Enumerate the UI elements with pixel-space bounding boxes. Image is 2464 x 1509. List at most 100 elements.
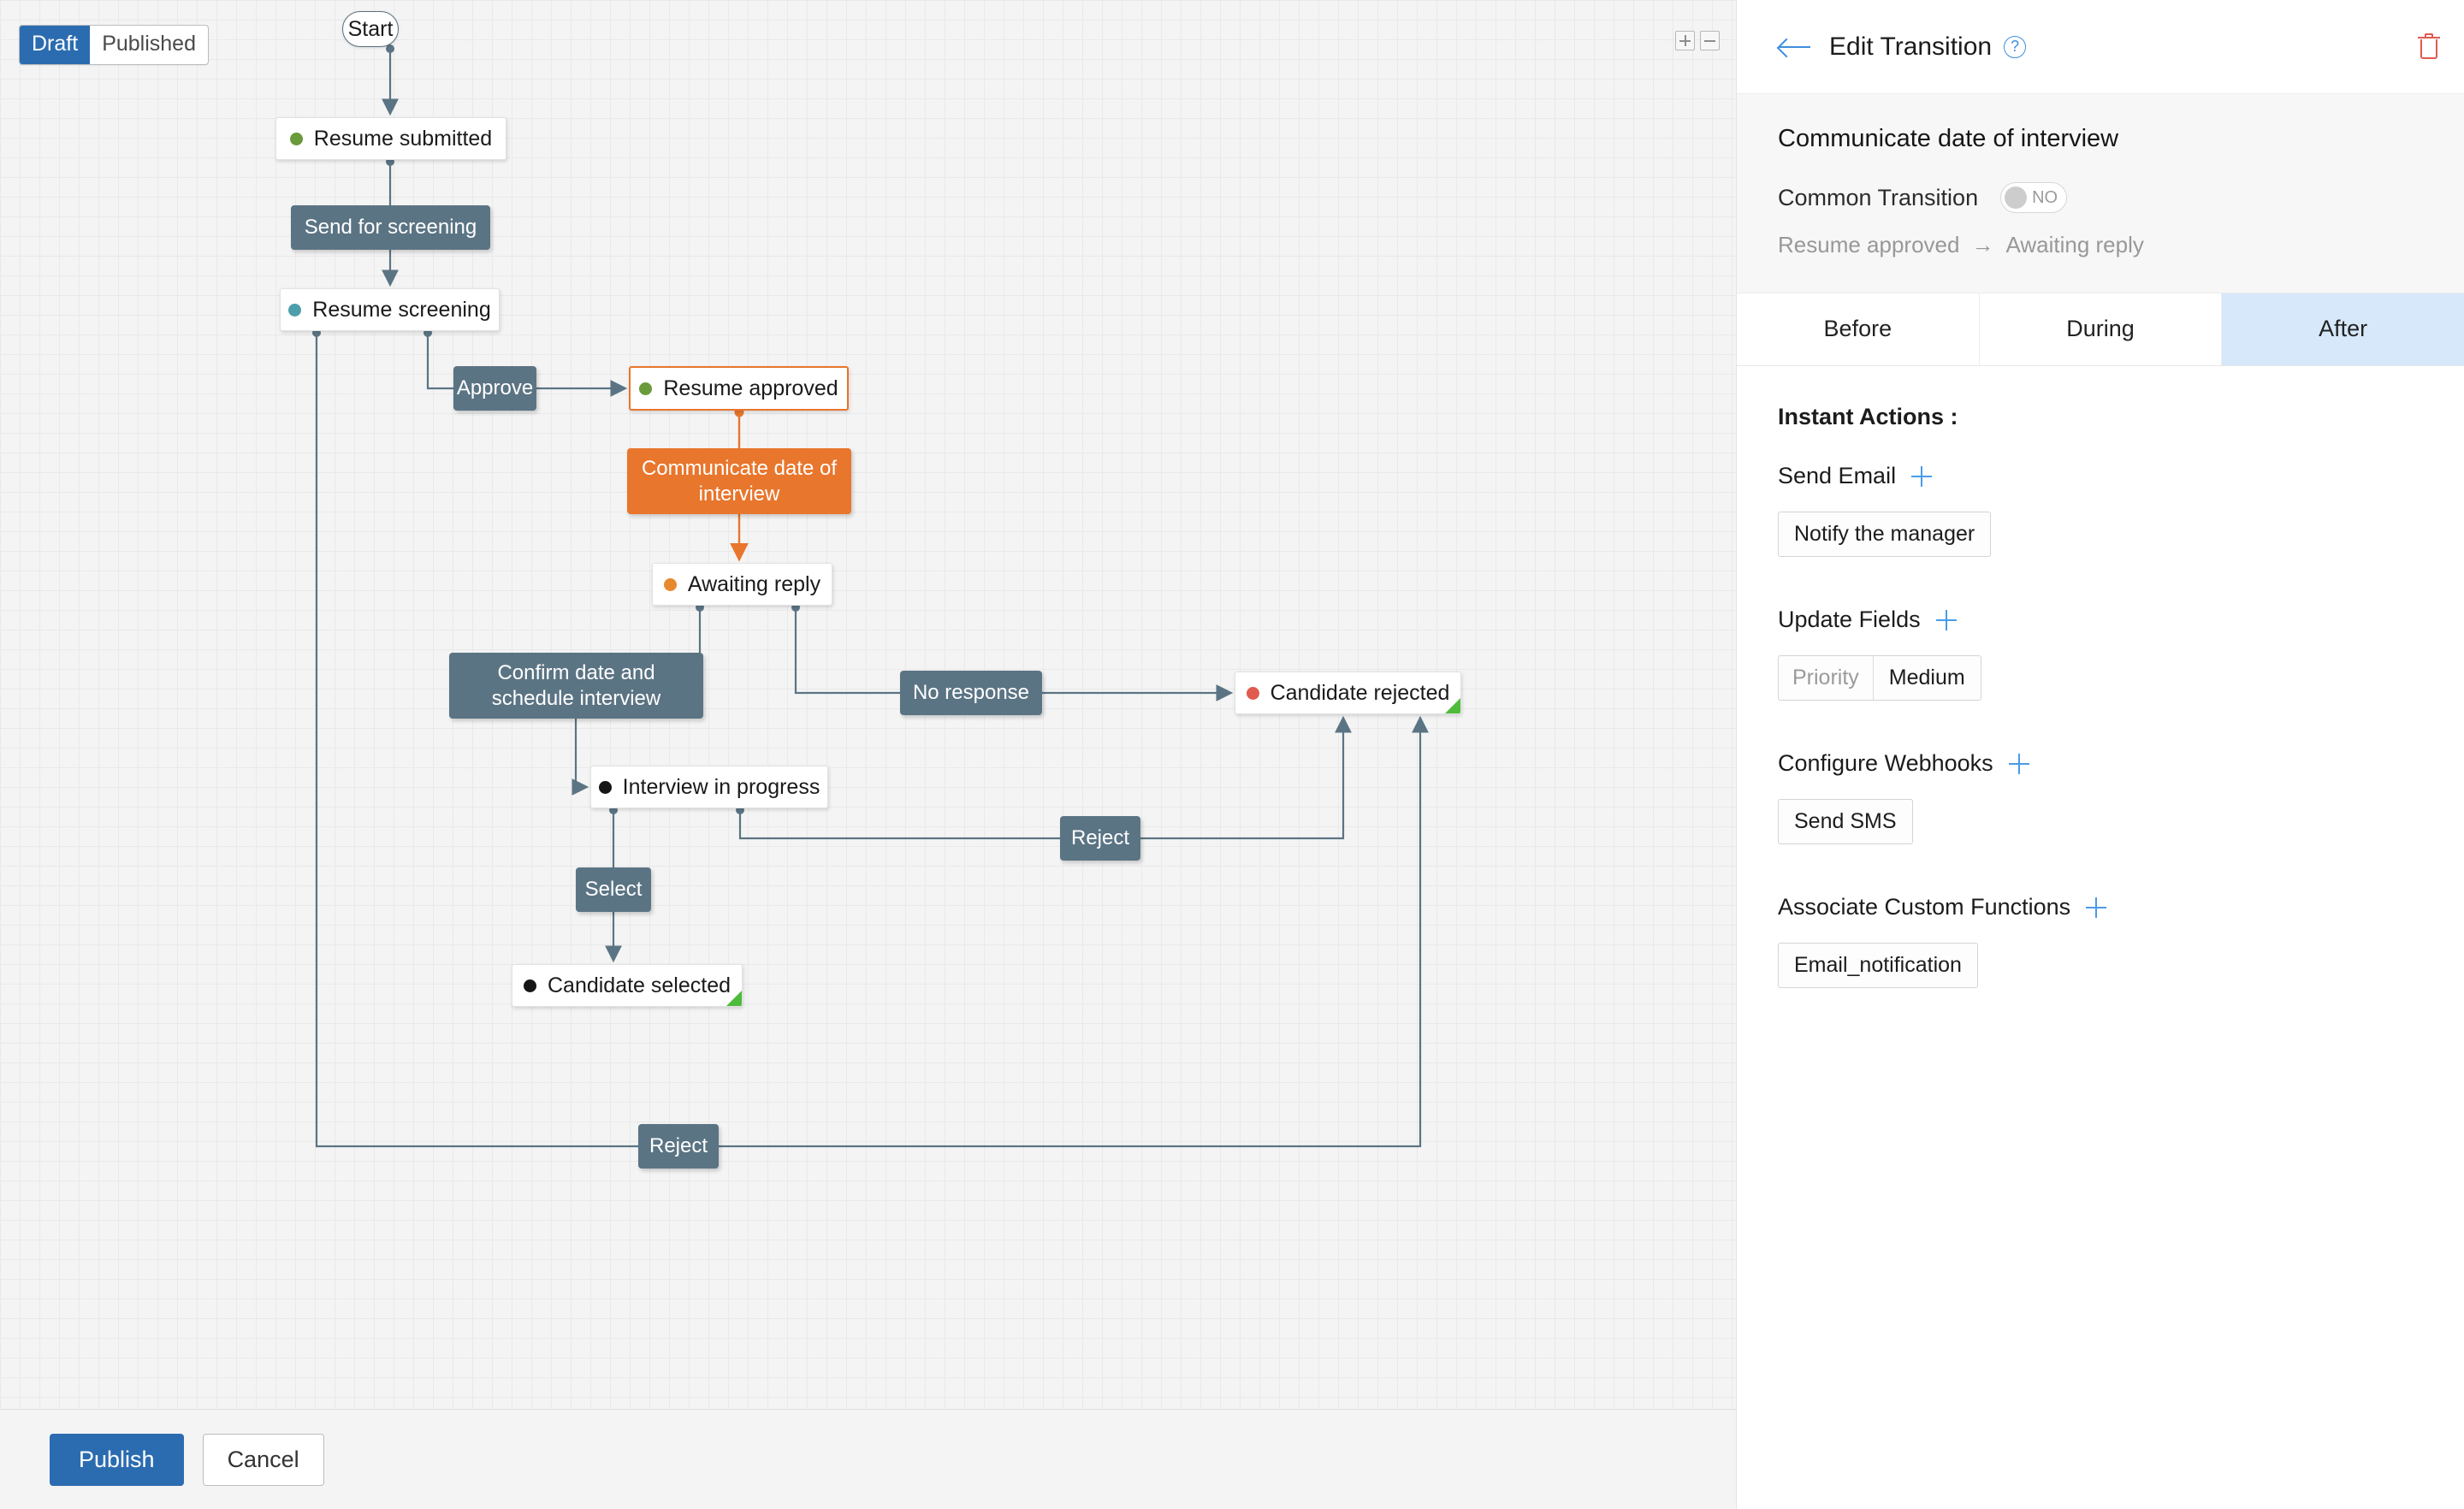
state-dot-green [639, 382, 653, 395]
draft-published-toggle[interactable]: Draft Published [19, 25, 209, 65]
common-transition-toggle[interactable]: NO [2000, 182, 2068, 213]
action-group-label: Configure Webhooks [1778, 750, 1993, 776]
node-candidate-rejected[interactable]: Candidate rejected [1235, 672, 1461, 714]
action-group-header: Configure Webhooks [1778, 750, 2423, 777]
tab-after[interactable]: After [2222, 293, 2464, 365]
state-dot-orange [663, 577, 677, 591]
node-label: No response [912, 681, 1030, 705]
zoom-controls [1675, 31, 1720, 50]
tab-during[interactable]: During [1979, 293, 2223, 365]
node-resume-submitted[interactable]: Resume submitted [275, 117, 506, 160]
node-reject-mid[interactable]: Reject [1060, 816, 1140, 861]
action-group-label: Update Fields [1778, 607, 1921, 632]
publish-button[interactable]: Publish [50, 1433, 184, 1486]
status-segment-published[interactable]: Published [102, 32, 196, 56]
node-label: Awaiting reply [687, 571, 821, 596]
common-transition-label: Common Transition [1778, 184, 1979, 210]
node-resume-approved[interactable]: Resume approved [629, 366, 849, 411]
node-label: Communicate date of interview [641, 457, 838, 506]
node-start[interactable]: Start [342, 11, 399, 47]
page-title: Edit Transition [1829, 32, 1993, 61]
node-approve[interactable]: Approve [453, 366, 536, 411]
transition-meta: Communicate date of interview Common Tra… [1737, 94, 2464, 293]
panel-tabs: Before During After [1737, 293, 2464, 366]
end-state-corner-icon [1445, 698, 1460, 713]
toggle-knob [2005, 186, 2028, 209]
arrow-right-icon: → [1971, 232, 1994, 257]
node-label: Resume submitted [313, 126, 493, 151]
flow-edges [312, 44, 1429, 1148]
node-label: Resume approved [663, 376, 838, 400]
trash-can [2420, 38, 2437, 59]
node-label: Candidate selected [547, 973, 732, 997]
action-group-label: Send Email [1778, 463, 1897, 488]
node-label: Interview in progress [622, 774, 820, 799]
state-dot-black [523, 979, 536, 992]
canvas-action-bar: Publish Cancel [0, 1409, 1736, 1509]
node-label: Start [347, 16, 394, 41]
common-transition-row: Common Transition NO [1778, 182, 2423, 213]
add-send-email-icon[interactable] [1911, 465, 1933, 487]
update-field-key: Priority [1779, 656, 1874, 700]
panel-body: Instant Actions : Send Email Notify the … [1737, 366, 2464, 1509]
add-custom-function-icon[interactable] [2086, 897, 2107, 918]
panel-header: Edit Transition ? [1737, 0, 2464, 94]
node-reject-bottom[interactable]: Reject [638, 1124, 719, 1169]
add-update-field-icon[interactable] [1935, 609, 1957, 630]
action-group-header: Update Fields [1778, 607, 2423, 633]
node-communicate-date-of-interview[interactable]: Communicate date of interview [627, 448, 851, 514]
state-dot-green [289, 132, 303, 145]
add-webhook-icon[interactable] [2008, 753, 2029, 774]
node-awaiting-reply[interactable]: Awaiting reply [652, 563, 832, 606]
node-interview-in-progress[interactable]: Interview in progress [590, 766, 828, 808]
trash-icon[interactable] [2418, 33, 2440, 61]
node-label: Reject [649, 1134, 708, 1158]
zoom-in-icon[interactable] [1675, 31, 1695, 50]
node-label: Confirm date and schedule interview [491, 661, 661, 710]
update-field-item[interactable]: Priority Medium [1778, 655, 1981, 701]
status-segment-draft[interactable]: Draft [20, 26, 91, 64]
node-label: Approve [456, 376, 534, 400]
node-confirm-date-and-schedule-interview[interactable]: Confirm date and schedule interview [449, 653, 703, 719]
end-state-corner-icon [726, 991, 742, 1006]
instant-actions-heading: Instant Actions : [1778, 404, 1958, 429]
action-group-update-fields: Update Fields Priority Medium [1778, 607, 2423, 731]
to-state-label: Awaiting reply [2005, 232, 2144, 257]
node-label: Select [584, 878, 643, 902]
node-select[interactable]: Select [576, 867, 651, 912]
action-group-send-email: Send Email Notify the manager [1778, 463, 2423, 588]
node-candidate-selected[interactable]: Candidate selected [512, 964, 743, 1007]
from-state-label: Resume approved [1778, 232, 1960, 257]
cancel-button[interactable]: Cancel [202, 1433, 324, 1486]
transition-states: Resume approved → Awaiting reply [1778, 232, 2423, 258]
webhook-item[interactable]: Send SMS [1778, 799, 1913, 844]
state-dot-black [598, 780, 612, 794]
state-dot-red [1246, 686, 1259, 700]
flow-canvas-inner: Draft Published [0, 11, 1736, 1509]
flow-canvas[interactable]: Draft Published [0, 0, 1736, 1509]
zoom-out-icon[interactable] [1700, 31, 1720, 50]
send-email-item[interactable]: Notify the manager [1778, 512, 1992, 557]
tab-before[interactable]: Before [1737, 293, 1980, 365]
help-icon[interactable]: ? [2004, 35, 2027, 58]
action-group-label: Associate Custom Functions [1778, 894, 2071, 920]
node-label: Reject [1070, 826, 1130, 850]
state-dot-teal [288, 303, 302, 317]
action-group-header: Send Email [1778, 463, 2423, 489]
node-send-for-screening[interactable]: Send for screening [291, 205, 490, 250]
back-arrow-icon[interactable] [1778, 36, 1812, 58]
action-group-custom-functions: Associate Custom Functions Email_notific… [1778, 894, 2423, 1019]
update-field-value: Medium [1888, 666, 1965, 689]
transition-name: Communicate date of interview [1778, 125, 2119, 152]
node-resume-screening[interactable]: Resume screening [280, 288, 500, 331]
action-group-header: Associate Custom Functions [1778, 894, 2423, 920]
trash-lid [2418, 36, 2440, 38]
node-label: Resume screening [312, 297, 491, 322]
trash-handle [2425, 33, 2433, 37]
action-group-configure-webhooks: Configure Webhooks Send SMS [1778, 750, 2423, 875]
node-no-response[interactable]: No response [900, 671, 1042, 715]
edit-transition-panel: Edit Transition ? Communicate date of in… [1736, 0, 2464, 1509]
custom-function-item[interactable]: Email_notification [1778, 943, 1978, 988]
node-label: Send for screening [304, 216, 477, 240]
